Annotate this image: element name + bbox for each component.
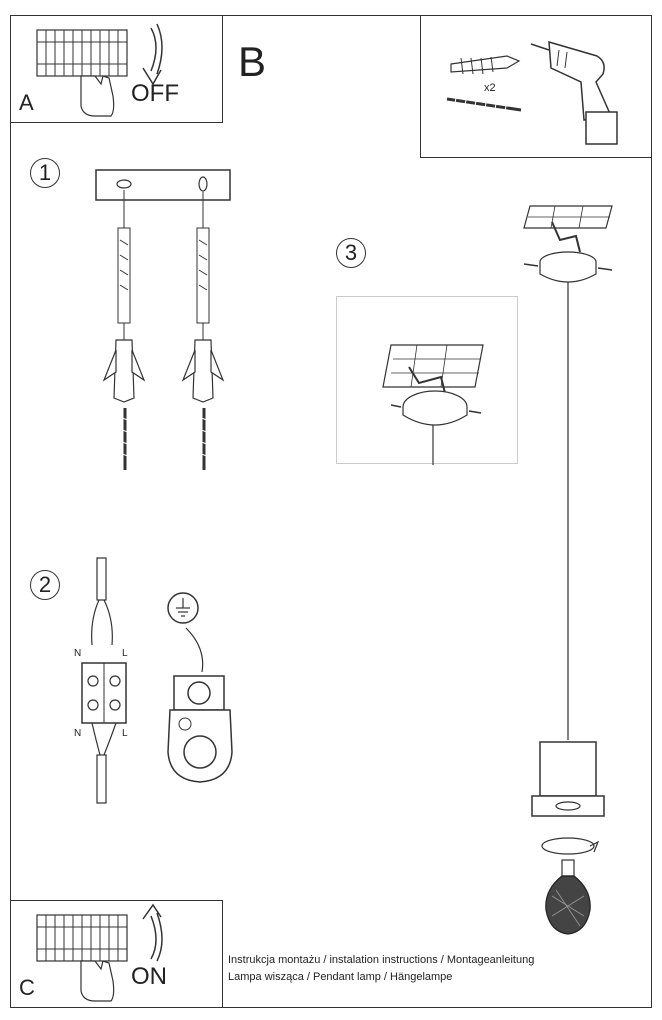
neutral-label-top: N [74,648,82,659]
panel-a-action: OFF [131,80,179,107]
live-label-bottom: L [122,728,128,739]
step-3-marker: 3 [336,238,366,268]
panel-c-action: ON [131,963,167,990]
drill-icon [530,40,618,145]
panel-a-letter: A [19,90,34,115]
footer-instructions: Instrukcja montażu / instalation instruc… [228,952,534,986]
tools-quantity: x2 [484,82,496,94]
footer-line-1: Instrukcja montażu / instalation instruc… [228,954,535,966]
tools-box: x2 [420,15,652,158]
panel-a-power-off: A OFF [10,15,223,123]
panel-c-letter: C [19,975,35,1000]
panel-c-power-on: C ON [10,900,223,1008]
breaker-panel-icon [36,903,163,1002]
step-3-detail-inset [336,296,518,465]
sheet-frame [10,15,652,1008]
footer-line-2: Lampa wisząca / Pendant lamp / Hängelamp… [228,971,453,983]
step-2-marker: 2 [30,570,60,600]
step-1-marker: 1 [30,158,60,188]
neutral-label-bottom: N [74,728,82,739]
wall-plug-icon [450,55,521,75]
breaker-panel-icon [36,23,163,117]
canopy-detail [382,344,484,465]
screw-icon [446,97,522,112]
live-label-top: L [122,648,128,659]
panel-b-letter: B [238,38,267,85]
